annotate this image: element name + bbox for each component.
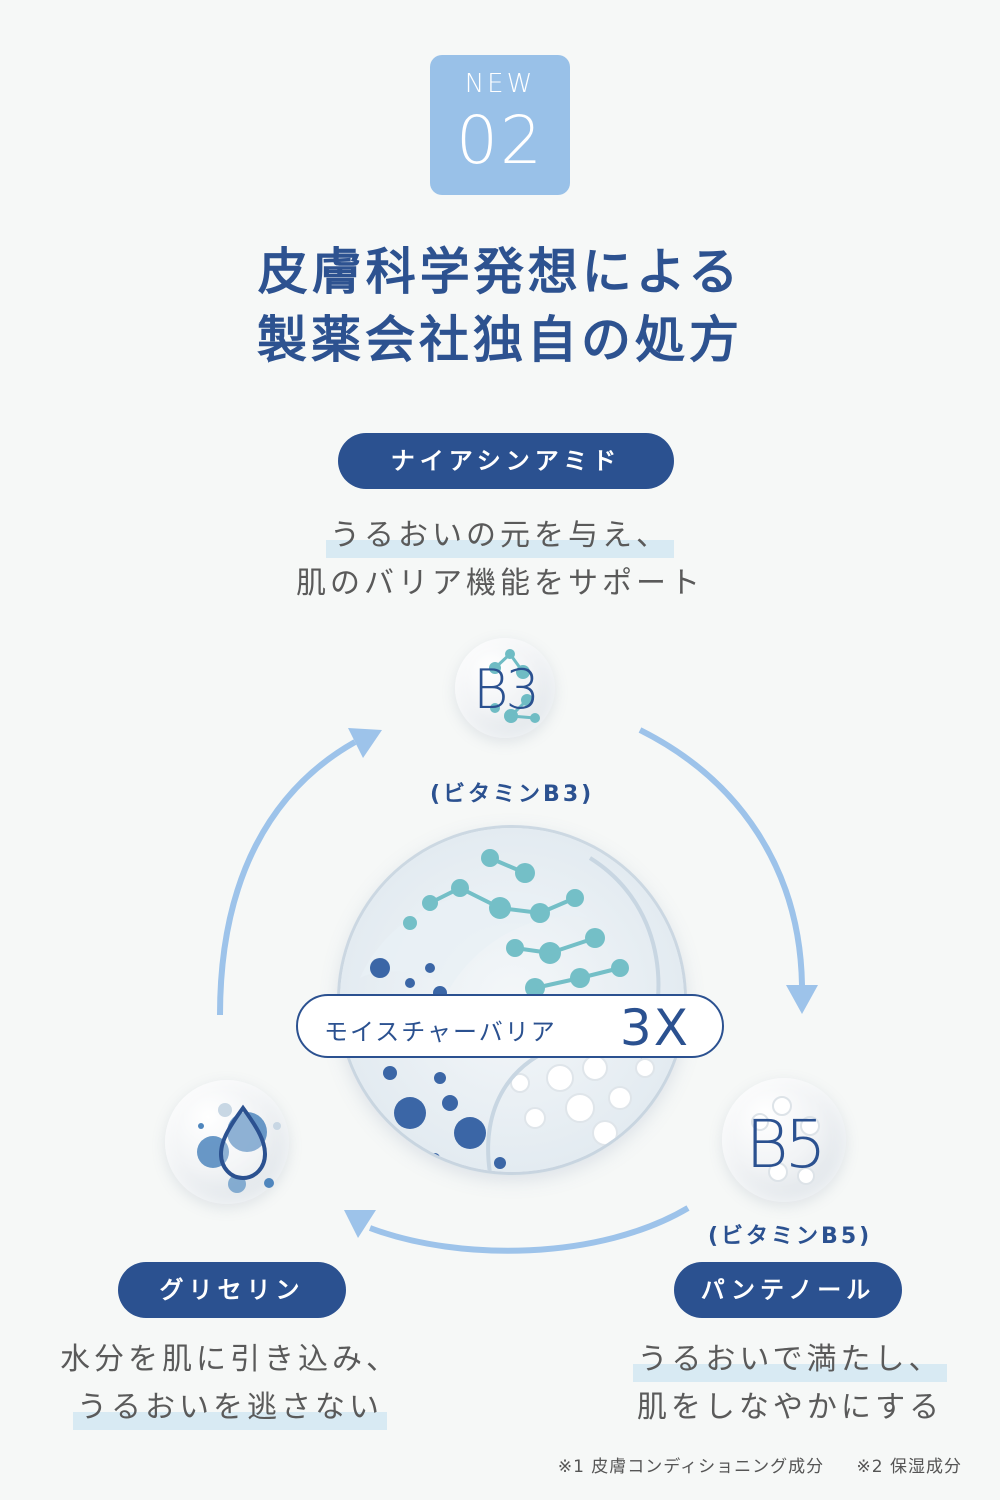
molecule-icon [751,1096,820,1185]
footnote-2: ※2 保湿成分 [856,1457,962,1477]
desc-line-1: うるおいの元を与え、 [326,512,674,560]
desc-line-2: うるおいを逃さない [73,1384,387,1432]
molecule-icon [489,649,540,723]
arrow-bottom-left-icon [344,1205,690,1254]
ingredient-pill-niacinamide: ナイアシンアミド [338,433,674,489]
footnote-1: ※1 皮膚コンディショニング成分 [557,1457,825,1477]
badge-number: 02 [456,102,544,179]
vitamin-b5-sublabel: (ビタミンB5) [708,1224,873,1249]
vitamin-b3-sublabel: (ビタミンB3) [430,782,595,807]
footnotes: ※1 皮膚コンディショニング成分 ※2 保湿成分 [558,1452,962,1477]
panthenol-description: うるおいで満たし、 肌をしなやかにする [610,1336,970,1432]
b5-label: B5 [745,1106,826,1183]
desc-line-2: 肌をしなやかにする [636,1390,944,1425]
desc-line-1: 水分を肌に引き込み、 [60,1342,400,1377]
new-badge: NEW 02 [430,55,570,195]
ingredient-pill-panthenol: パンテノール [674,1262,902,1318]
barrier-multiplier: 3X [619,999,690,1057]
title-line-1: 皮膚科学発想による [257,243,743,301]
title-line-2: 製薬会社独自の処方 [257,311,743,369]
desc-line-1: うるおいで満たし、 [633,1336,947,1384]
b3-label: B3 [473,658,540,721]
molecule-cluster-illustration [354,849,661,1172]
badge-label: NEW [464,69,536,99]
page-title: 皮膚科学発想による 製薬会社独自の処方 [0,238,1000,374]
glycerin-description: 水分を肌に引き込み、 うるおいを逃さない [40,1336,420,1432]
moisture-barrier-banner: モイスチャーバリア 3X [296,994,724,1058]
niacinamide-description: うるおいの元を与え、 肌のバリア機能をサポート [0,512,1000,608]
ingredient-pill-glycerin: グリセリン [118,1262,346,1318]
water-drop-icon [218,1104,268,1181]
glycerin-orb [165,1080,289,1204]
barrier-label: モイスチャーバリア [324,1018,557,1046]
vitamin-b3-orb: B3 [455,638,555,738]
desc-line-2: 肌のバリア機能をサポート [296,566,704,601]
vitamin-b5-orb: B5 [722,1078,846,1202]
